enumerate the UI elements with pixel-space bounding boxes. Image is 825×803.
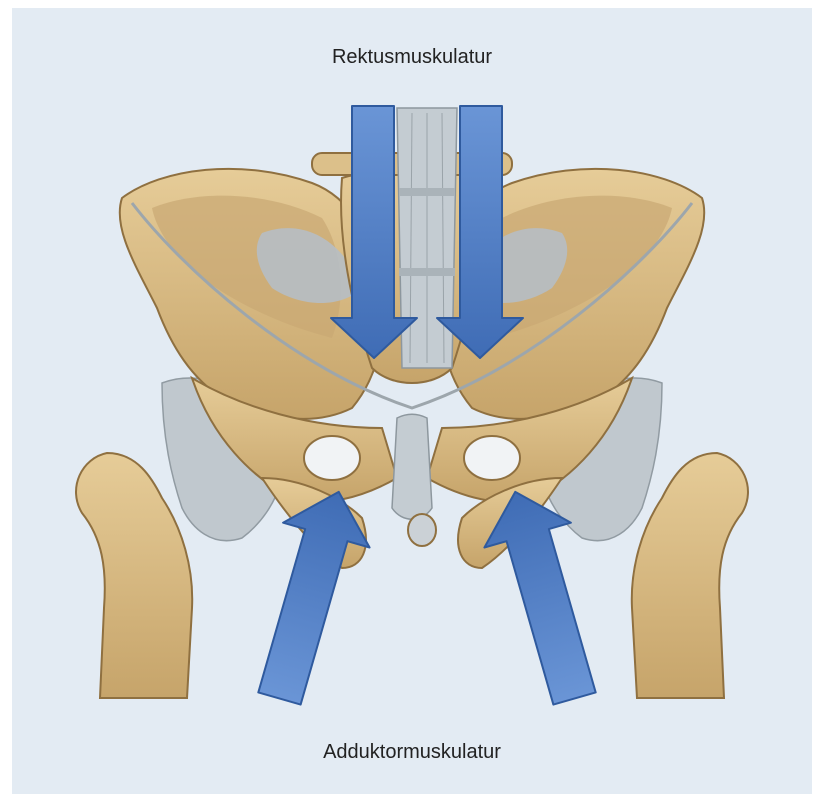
- right-femur: [632, 453, 748, 698]
- left-obturator-foramen: [304, 436, 360, 480]
- figure-panel: Rektusmuskulatur Adduktormuskulatur: [12, 8, 812, 794]
- adductor-muscle-label: Adduktormuskulatur: [12, 741, 812, 764]
- coccyx: [408, 514, 436, 546]
- pubic-symphysis: [392, 414, 432, 519]
- rectus-muscle-label: Rektusmuskulatur: [12, 46, 812, 69]
- right-obturator-foramen: [464, 436, 520, 480]
- left-femur: [76, 453, 192, 698]
- pelvis-illustration: [12, 8, 812, 794]
